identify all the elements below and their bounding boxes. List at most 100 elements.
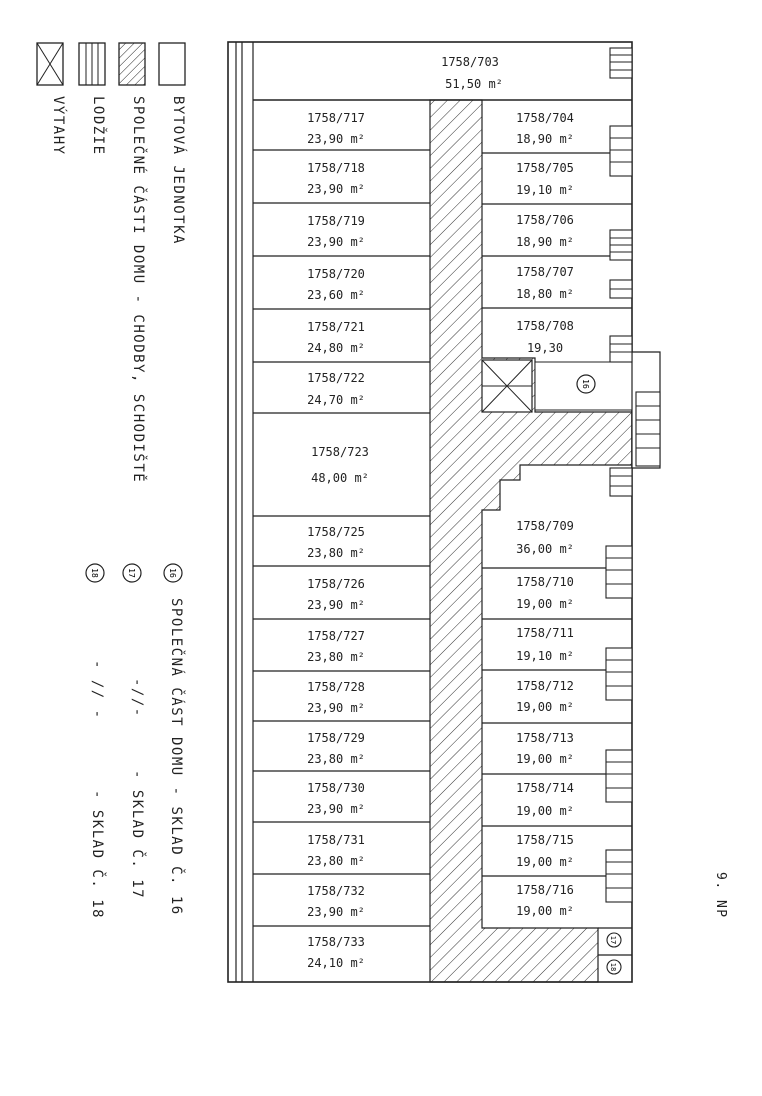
unit-area: 23,90 m² — [307, 182, 365, 196]
unit-area: 24,10 m² — [307, 956, 365, 970]
unit-area: 23,60 m² — [307, 288, 365, 302]
legend-box-dwelling — [158, 42, 186, 86]
unit-number: 1758/712 — [516, 679, 574, 693]
unit-area: 23,80 m² — [307, 546, 365, 560]
left-unit-dividers — [253, 149, 430, 927]
unit-number: 1758/722 — [307, 371, 365, 385]
loggia — [609, 335, 633, 363]
unit-number: 1758/723 — [311, 445, 369, 459]
right-unit-dividers — [482, 152, 632, 956]
unit-area: 19,10 m² — [516, 649, 574, 663]
unit-area: 51,50 m² — [445, 77, 503, 91]
plan-cellar-16: 16 — [576, 374, 596, 394]
unit-number: 1758/725 — [307, 525, 365, 539]
unit-723: 1758/723 48,00 m² — [311, 445, 369, 485]
legend-box-common — [118, 42, 146, 86]
unit-area: 23,90 m² — [307, 802, 365, 816]
unit-number: 1758/730 — [307, 781, 365, 795]
cellar-mark-16-text: 16 — [168, 568, 177, 578]
unit-726: 1758/726 23,90 m² — [307, 577, 365, 612]
unit-number: 1758/729 — [307, 731, 365, 745]
unit-number: 1758/720 — [307, 267, 365, 281]
unit-number: 1758/716 — [516, 883, 574, 897]
unit-707: 1758/707 18,80 m² — [516, 265, 574, 301]
cellar-mark-16: 16 — [163, 563, 183, 583]
unit-number: 1758/717 — [307, 111, 365, 125]
loggia — [605, 647, 633, 701]
unit-706: 1758/706 18,90 m² — [516, 213, 574, 249]
unit-725: 1758/725 23,80 m² — [307, 525, 365, 560]
plan-cellar-18: 18 — [606, 959, 622, 975]
unit-area: 48,00 m² — [311, 471, 369, 485]
unit-area: 19,00 m² — [516, 804, 574, 818]
loggias — [605, 47, 661, 903]
unit-number: 1758/727 — [307, 629, 365, 643]
unit-733: 1758/733 24,10 m² — [307, 935, 365, 970]
unit-number: 1758/733 — [307, 935, 365, 949]
common-corridor — [429, 99, 633, 983]
plan-cellar-17: 17 — [606, 932, 622, 948]
unit-area: 18,80 m² — [516, 287, 574, 301]
unit-number: 1758/704 — [516, 111, 574, 125]
loggia — [609, 47, 633, 79]
unit-731: 1758/731 23,80 m² — [307, 833, 365, 868]
unit-area: 36,00 m² — [516, 542, 574, 556]
cellar-mark-17-text: 17 — [127, 568, 136, 578]
loggia — [609, 125, 633, 177]
unit-712: 1758/712 19,00 m² — [516, 679, 574, 714]
unit-709: 1758/709 36,00 m² — [516, 519, 574, 556]
unit-number: 1758/719 — [307, 214, 365, 228]
cellar-mark-18: 18 — [85, 563, 105, 583]
unit-number: 1758/705 — [516, 161, 574, 175]
unit-area: 19,00 m² — [516, 752, 574, 766]
unit-710: 1758/710 19,00 m² — [516, 575, 574, 611]
unit-number: 1758/711 — [516, 626, 574, 640]
unit-number: 1758/709 — [516, 519, 574, 533]
unit-714: 1758/714 19,00 m² — [516, 781, 574, 818]
unit-area: 18,90 m² — [516, 235, 574, 249]
unit-area: 23,90 m² — [307, 132, 365, 146]
unit-705: 1758/705 19,10 m² — [516, 161, 574, 197]
unit-715: 1758/715 19,00 m² — [516, 833, 574, 869]
unit-area: 19,10 m² — [516, 183, 574, 197]
loggia — [605, 545, 633, 599]
plan-cellar-17-text: 17 — [609, 936, 617, 944]
unit-711: 1758/711 19,10 m² — [516, 626, 574, 663]
unit-number: 1758/710 — [516, 575, 574, 589]
unit-number: 1758/731 — [307, 833, 365, 847]
loggia — [605, 749, 633, 803]
unit-718: 1758/718 23,90 m² — [307, 161, 365, 196]
loggia — [635, 391, 661, 467]
legend-box-loggia — [78, 42, 106, 86]
unit-number: 1758/707 — [516, 265, 574, 279]
unit-number: 1758/715 — [516, 833, 574, 847]
unit-number: 1758/726 — [307, 577, 365, 591]
unit-area: 24,80 m² — [307, 341, 365, 355]
unit-area: 23,80 m² — [307, 854, 365, 868]
unit-area: 24,70 m² — [307, 393, 365, 407]
unit-722: 1758/722 24,70 m² — [307, 371, 365, 407]
unit-717: 1758/717 23,90 m² — [307, 111, 365, 146]
unit-719: 1758/719 23,90 m² — [307, 214, 365, 249]
unit-number: 1758/708 — [516, 319, 574, 333]
plan-cellar-16-text: 16 — [581, 379, 590, 389]
cellar-mark-17: 17 — [122, 563, 142, 583]
unit-area: 23,90 m² — [307, 598, 365, 612]
unit-area: 19,00 m² — [516, 597, 574, 611]
unit-number: 1758/706 — [516, 213, 574, 227]
unit-area: 19,00 m² — [516, 700, 574, 714]
plan-cellar-18-text: 18 — [609, 963, 617, 971]
unit-number: 1758/718 — [307, 161, 365, 175]
unit-number: 1758/714 — [516, 781, 574, 795]
unit-area: 19,00 m² — [516, 855, 574, 869]
unit-area: 23,90 m² — [307, 235, 365, 249]
unit-number: 1758/721 — [307, 320, 365, 334]
